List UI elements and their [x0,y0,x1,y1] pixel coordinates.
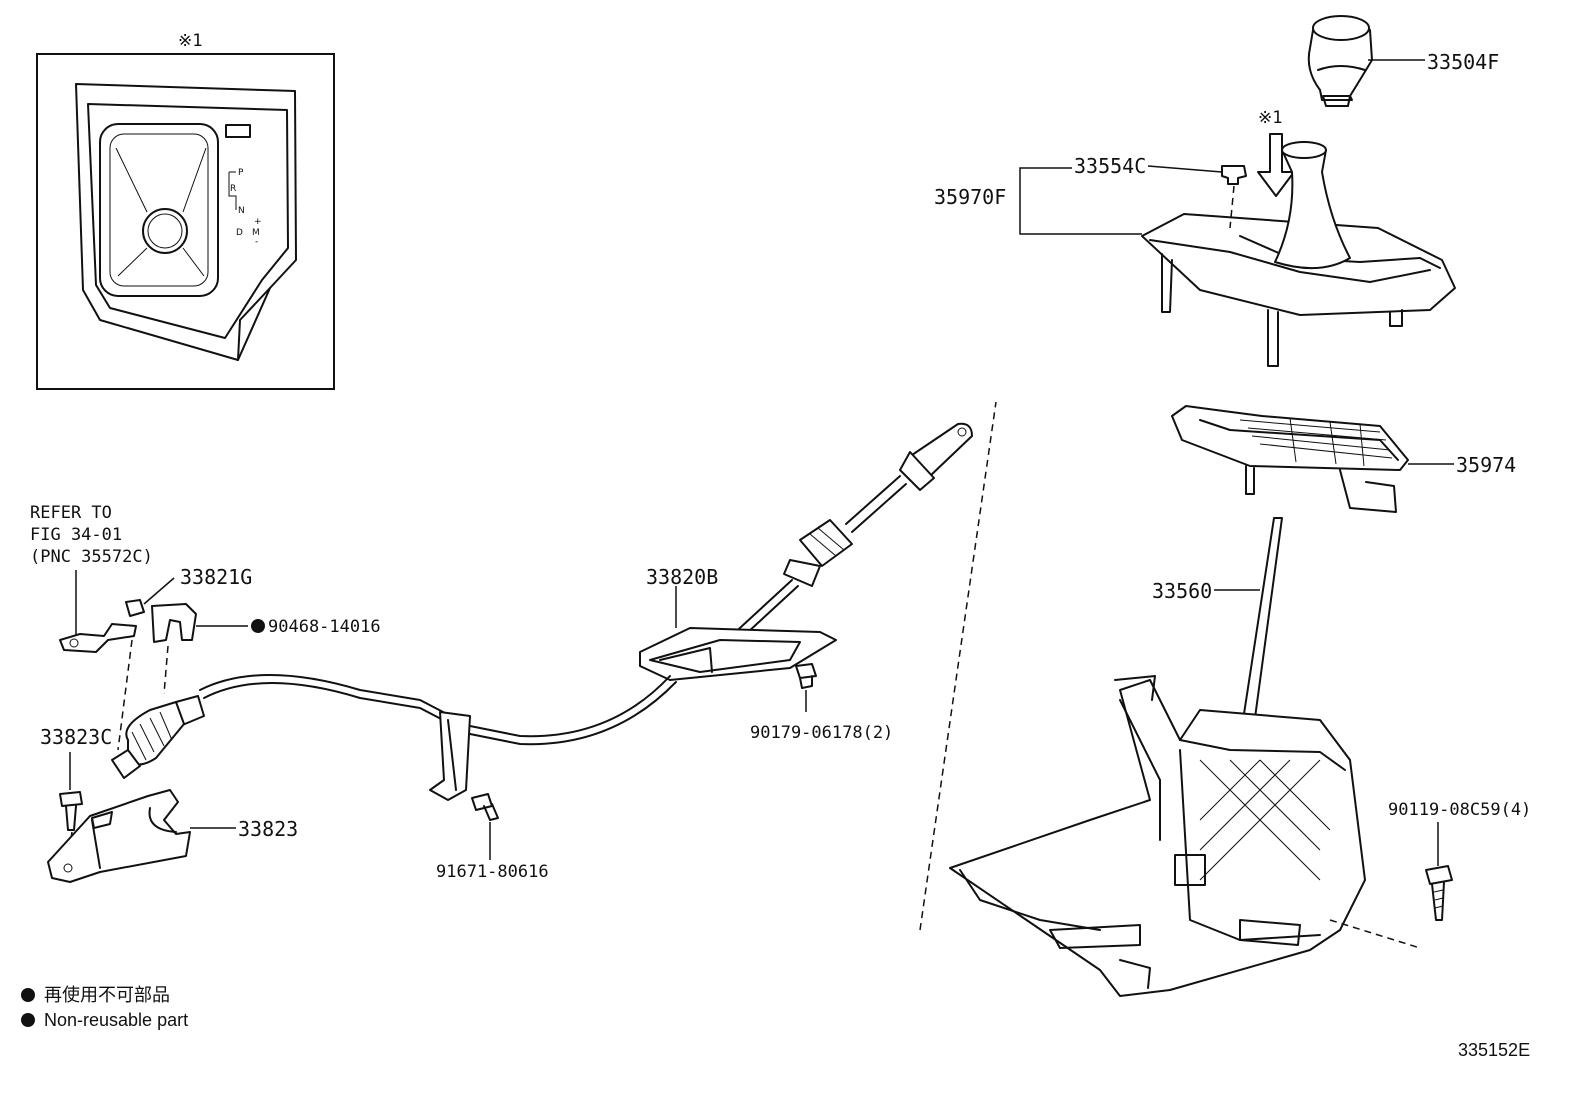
part-33504F-shift-knob: 33504F [1307,15,1499,107]
gate-marking-lines [228,171,237,210]
inset-frame [36,53,335,390]
gate-p: P [238,168,244,178]
part-33821G-retainer: 33821G [59,565,252,751]
label-marker-top: ※1 [1258,108,1282,128]
inset-detail: ※1 P R N D M + - [36,31,335,390]
inset-marker: ※1 [178,31,202,51]
refer-line-2: FIG 34-01 [30,525,122,545]
legend: 再使用不可部品 Non-reusable part [21,985,188,1030]
part-91671-bolt: 91671-80616 [436,793,549,882]
refer-line-1: REFER TO [30,503,112,523]
refer-line-3: (PNC 35572C) [30,547,153,567]
label-91671: 91671-80616 [436,862,549,882]
label-33560: 33560 [1152,579,1212,603]
boot-folds [115,147,207,277]
label-90468: 90468-14016 [268,617,381,637]
shift-bezel-inner [87,103,289,339]
gate-n: N [238,206,245,216]
diagram-id: 335152E [1458,1040,1530,1060]
part-35974-indicator-housing: 35974 [1171,405,1516,513]
shift-lever-base [919,401,1421,997]
label-33554C: 33554C [1074,154,1146,178]
boot-opening [99,123,219,297]
part-90468-clip: 90468-14016 [151,603,381,695]
label-35970F: 35970F [934,185,1006,209]
part-33820B-control-cable: 33820B [111,422,973,801]
legend-dot-en [21,1013,35,1027]
part-33823-bracket: 33823 [47,789,298,883]
legend-dot-jp [21,988,35,1002]
part-33560-shift-lever: 33560 [1152,517,1283,741]
label-33820B: 33820B [646,565,718,589]
legend-en: Non-reusable part [44,1010,188,1030]
label-33823C: 33823C [40,725,112,749]
non-reusable-dot [251,619,265,633]
gate-r: R [230,184,236,194]
label-90119: 90119-08C59(4) [1388,800,1531,820]
gate-m: M [252,228,260,238]
label-35974: 35974 [1456,453,1516,477]
shift-bezel-outline [75,83,297,361]
label-33821G: 33821G [180,565,252,589]
gate-plus: + [254,217,262,227]
gate-minus: - [255,237,258,247]
part-35970F-console-panel: 33554C 35970F [934,141,1456,367]
label-90179: 90179-06178(2) [750,723,893,743]
label-33504F: 33504F [1427,50,1499,74]
gate-d: D [236,228,243,238]
indicator-lamp [225,124,251,138]
label-33823: 33823 [238,817,298,841]
legend-jp: 再使用不可部品 [44,985,170,1005]
boot-ring-inner [147,213,183,249]
part-90179-nut: 90179-06178(2) [750,663,893,743]
refer-note: REFER TO FIG 34-01 (PNC 35572C) [30,503,153,636]
boot-inner [109,133,209,287]
inset-reference-arrow: ※1 [1257,108,1295,197]
bezel-edge [237,287,271,361]
boot-ring [142,208,188,254]
part-90119-bolt: 90119-08C59(4) [1388,800,1531,921]
